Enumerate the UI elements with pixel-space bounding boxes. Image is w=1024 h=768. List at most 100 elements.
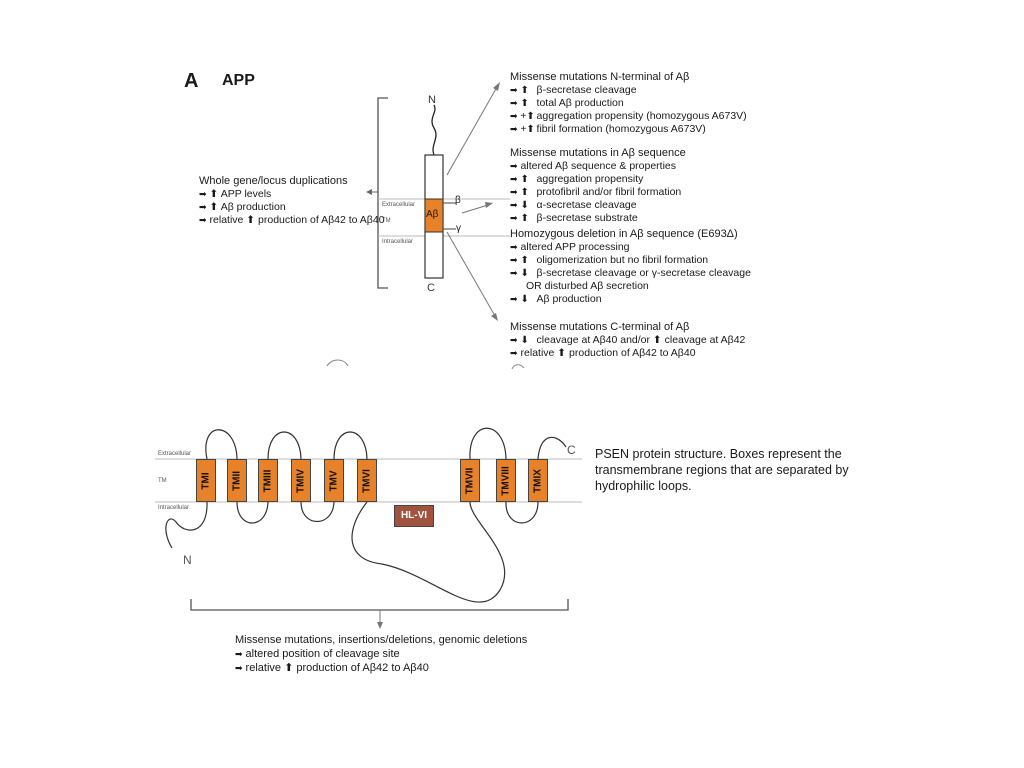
- tm-domain: TMIX: [528, 459, 548, 502]
- bullet-arrow-icon: ➡: [235, 649, 243, 659]
- tm-domain: TMI: [196, 459, 216, 502]
- n-terminal-block: Missense mutations N-terminal of Aβ ➡⬆β-…: [510, 71, 747, 136]
- bullet-arrow-icon: ➡: [199, 202, 207, 212]
- psen-c-tail: [537, 436, 567, 460]
- cropped-loop-left: [326, 359, 349, 367]
- figure-caption: PSEN protein structure. Boxes represent …: [595, 447, 849, 493]
- list-item: ➡⬇cleavage at Aβ40 and/or ⬆ cleavage at …: [510, 334, 746, 346]
- psen-mutations-block: Missense mutations, insertions/deletions…: [235, 633, 527, 675]
- psen-loop-1: [205, 429, 238, 460]
- arrow-in-abeta: [461, 204, 489, 214]
- list-item: ➡altered Aβ sequence & properties: [510, 160, 677, 172]
- cropped-loop-right: [511, 364, 525, 370]
- bullet-arrow-icon: ➡: [235, 663, 243, 673]
- list-item: ➡+⬆fibril formation (homozygous A673V): [510, 123, 706, 135]
- app-region-tm: TM: [382, 218, 391, 224]
- psen-region-intracellular: Intracellular: [158, 505, 190, 511]
- psen-mutations-title: Missense mutations, insertions/deletions…: [235, 634, 528, 646]
- tm-domain: TMVII: [460, 459, 480, 502]
- app-abeta-label: Aβ: [426, 209, 439, 220]
- duplications-title: Whole gene/locus duplications: [199, 175, 348, 187]
- panel-letter: A: [184, 70, 199, 92]
- arrow-c-terminal: [446, 231, 496, 317]
- list-item: ➡relative ⬆ production of Aβ42 to Aβ40: [199, 214, 385, 226]
- tm-domain: TMIV: [291, 459, 311, 502]
- psen-bracket-arrow-head: [377, 622, 383, 629]
- psen-c-terminus: C: [567, 443, 576, 457]
- psen-loop-7: [469, 427, 507, 460]
- psen-region-tm: TM: [158, 478, 167, 484]
- app-beta-site: β: [455, 195, 461, 206]
- app-region-intracellular: Intracellular: [382, 239, 414, 245]
- list-item: ➡⬆oligomerization but no fibril formatio…: [510, 254, 709, 266]
- psen-n-terminus: N: [183, 553, 192, 567]
- psen-loop-8: [505, 501, 539, 524]
- list-item: ➡+⬆aggregation propensity (homozygous A6…: [510, 110, 747, 122]
- arrow-n-terminal: [446, 86, 498, 176]
- deletion-block: Homozygous deletion in Aβ sequence (E693…: [510, 228, 751, 306]
- list-item: ➡relative ⬆ production of Aβ42 to Aβ40: [235, 662, 429, 674]
- bullet-arrow-icon: ➡: [510, 98, 518, 108]
- arrow-c-terminal-head: [491, 313, 498, 321]
- bullet-arrow-icon: ➡: [510, 335, 518, 345]
- bullet-arrow-icon: ➡: [510, 174, 518, 184]
- in-abeta-title: Missense mutations in Aβ sequence: [510, 147, 686, 159]
- arrow-n-terminal-head: [493, 82, 500, 91]
- bullet-arrow-icon: ➡: [510, 213, 518, 223]
- bullet-arrow-icon: ➡: [510, 187, 518, 197]
- bullet-arrow-icon: ➡: [510, 242, 518, 252]
- psen-loop-5: [333, 431, 368, 460]
- bullet-arrow-icon: ➡: [510, 348, 518, 358]
- app-n-terminus: N: [428, 94, 436, 106]
- list-item: ➡⬆β-secretase substrate: [510, 212, 638, 224]
- list-item: ➡altered position of cleavage site: [235, 648, 400, 660]
- list-item: ➡⬆aggregation propensity: [510, 173, 644, 185]
- app-region-extracellular: Extracellular: [382, 202, 416, 208]
- app-c-terminus: C: [427, 282, 435, 294]
- psen-bracket: [190, 599, 569, 611]
- list-item: ➡⬆protofibril and/or fibril formation: [510, 186, 682, 198]
- tm-domain: TMVI: [357, 459, 377, 502]
- tm-domain: TMII: [227, 459, 247, 502]
- app-abeta-box: [424, 198, 444, 233]
- n-terminal-title: Missense mutations N-terminal of Aβ: [510, 71, 690, 83]
- bullet-arrow-icon: ➡: [510, 255, 518, 265]
- bullet-arrow-icon: ➡: [510, 124, 518, 134]
- tm-domain: TMVIII: [496, 459, 516, 502]
- psen-region-extracellular: Extracellular: [158, 451, 192, 457]
- psen-loop-3: [267, 431, 302, 460]
- psen-loop-hl6: [351, 501, 506, 603]
- panel-title: APP: [222, 72, 255, 89]
- bullet-arrow-icon: ➡: [510, 111, 518, 121]
- tm-domain: TMV: [324, 459, 344, 502]
- c-terminal-block: Missense mutations C-terminal of Aβ ➡⬇cl…: [510, 321, 745, 360]
- tm-domain: TMIII: [258, 459, 278, 502]
- psen-loop-4: [300, 501, 335, 523]
- list-item: ➡⬆total Aβ production: [510, 97, 624, 109]
- list-item: ➡⬇β-secretase cleavage or γ-secretase cl…: [510, 267, 751, 279]
- deletion-title: Homozygous deletion in Aβ sequence (E693…: [510, 228, 738, 240]
- psen-n-tail: [165, 501, 208, 549]
- psen-loop-2: [236, 501, 269, 524]
- list-item: ➡altered APP processing: [510, 241, 630, 253]
- bullet-arrow-icon: ➡: [510, 200, 518, 210]
- bullet-arrow-icon: ➡: [510, 161, 518, 171]
- app-bracket: [377, 97, 388, 289]
- bracket-arrow-head: [366, 189, 372, 195]
- bullet-arrow-icon: ➡: [510, 268, 518, 278]
- bullet-arrow-icon: ➡: [199, 189, 207, 199]
- list-item: ➡relative ⬆ production of Aβ42 to Aβ40: [510, 347, 696, 359]
- duplications-block: Whole gene/locus duplications ➡⬆ APP lev…: [199, 175, 385, 227]
- in-abeta-block: Missense mutations in Aβ sequence ➡alter…: [510, 147, 686, 225]
- bullet-arrow-icon: ➡: [510, 85, 518, 95]
- list-item: ➡⬇α-secretase cleavage: [510, 199, 637, 211]
- deletion-or-line: OR disturbed Aβ secretion: [526, 280, 649, 292]
- list-item: ➡⬆ Aβ production: [199, 201, 286, 213]
- list-item: ➡⬇Aβ production: [510, 293, 602, 305]
- arrow-in-abeta-head: [485, 202, 493, 208]
- list-item: ➡⬆ APP levels: [199, 188, 272, 200]
- c-terminal-title: Missense mutations C-terminal of Aβ: [510, 321, 690, 333]
- bullet-arrow-icon: ➡: [510, 294, 518, 304]
- bullet-arrow-icon: ➡: [199, 215, 207, 225]
